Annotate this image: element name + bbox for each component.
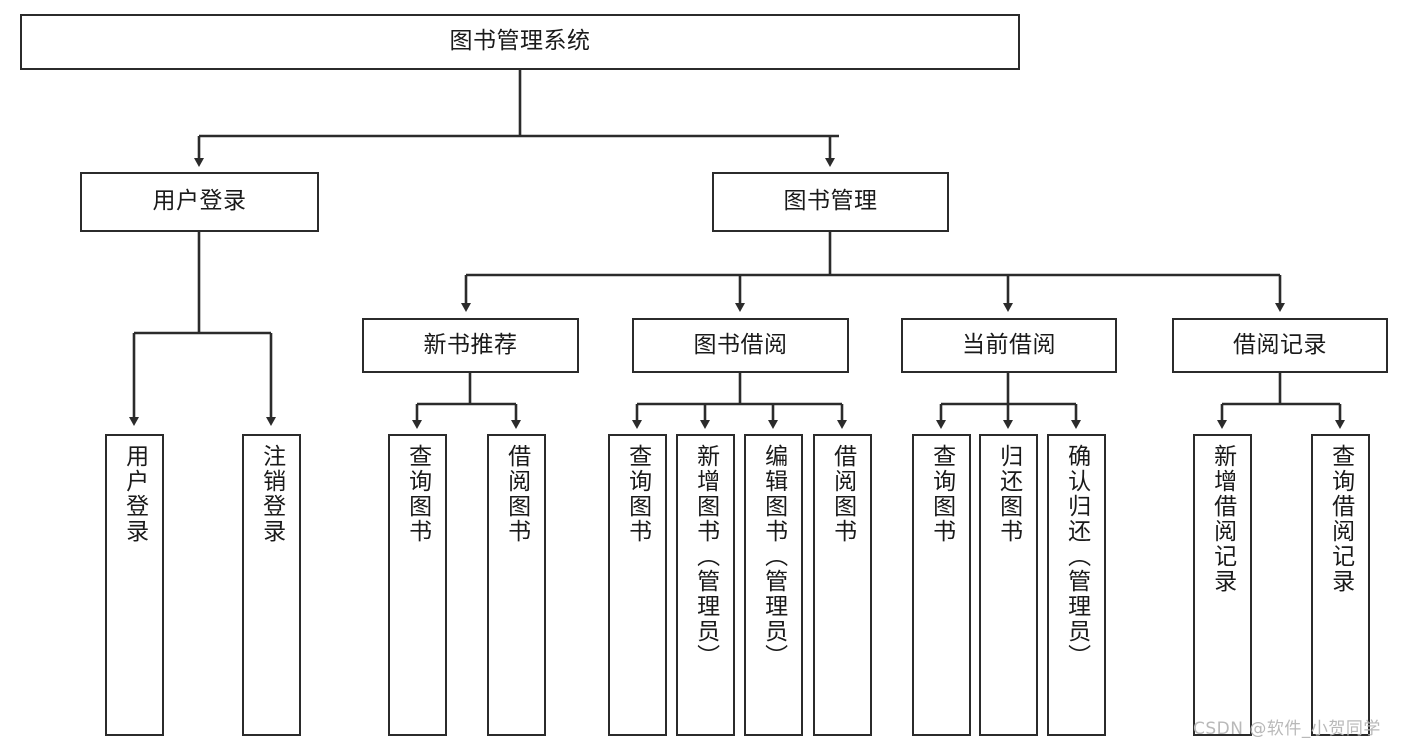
node-label: 用户登录	[121, 444, 148, 544]
node-root-book-management-system[interactable]: 图书管理系统	[20, 14, 1020, 70]
node-leaf-query-books-current[interactable]: 查询图书	[912, 434, 971, 736]
node-label: 当前借阅	[962, 331, 1056, 358]
node-label: 借阅记录	[1233, 331, 1327, 358]
node-label: 图书借阅	[693, 331, 788, 358]
node-leaf-add-borrow-record[interactable]: 新增借阅记录	[1193, 434, 1252, 736]
node-label: 借阅图书	[503, 444, 530, 544]
node-label: 新书推荐	[423, 331, 518, 358]
node-label: 确认归还（管理员）	[1063, 444, 1090, 669]
node-leaf-borrow-books-recommend[interactable]: 借阅图书	[487, 434, 546, 736]
node-label: 注销登录	[258, 444, 285, 544]
node-book-management[interactable]: 图书管理	[712, 172, 949, 232]
node-label: 编辑图书（管理员）	[760, 444, 787, 669]
node-leaf-query-books-borrow[interactable]: 查询图书	[608, 434, 667, 736]
csdn-watermark: CSDN @软件_小贺同学	[1193, 719, 1381, 739]
node-label: 图书管理	[783, 188, 878, 215]
node-label: 图书管理系统	[449, 28, 591, 55]
node-book-borrowing[interactable]: 图书借阅	[632, 318, 849, 373]
node-new-book-recommendation[interactable]: 新书推荐	[362, 318, 579, 373]
node-label: 归还图书	[995, 444, 1022, 544]
node-label: 新增借阅记录	[1209, 444, 1236, 594]
node-label: 查询图书	[928, 444, 955, 544]
node-leaf-borrow-books[interactable]: 借阅图书	[813, 434, 872, 736]
node-borrowing-records[interactable]: 借阅记录	[1172, 318, 1388, 373]
node-leaf-return-books[interactable]: 归还图书	[979, 434, 1038, 736]
node-label: 借阅图书	[829, 444, 856, 544]
node-leaf-query-borrow-record[interactable]: 查询借阅记录	[1311, 434, 1370, 736]
node-label: 用户登录	[152, 188, 247, 215]
node-label: 查询图书	[404, 444, 431, 544]
node-leaf-logout[interactable]: 注销登录	[242, 434, 301, 736]
node-leaf-user-login[interactable]: 用户登录	[105, 434, 164, 736]
node-label: 新增图书（管理员）	[692, 444, 719, 669]
node-leaf-edit-book-admin[interactable]: 编辑图书（管理员）	[744, 434, 803, 736]
node-label: 查询借阅记录	[1327, 444, 1354, 594]
node-leaf-query-books-recommend[interactable]: 查询图书	[388, 434, 447, 736]
node-label: 查询图书	[624, 444, 651, 544]
node-leaf-add-book-admin[interactable]: 新增图书（管理员）	[676, 434, 735, 736]
node-user-login[interactable]: 用户登录	[80, 172, 319, 232]
node-leaf-confirm-return-admin[interactable]: 确认归还（管理员）	[1047, 434, 1106, 736]
node-current-borrowing[interactable]: 当前借阅	[901, 318, 1117, 373]
